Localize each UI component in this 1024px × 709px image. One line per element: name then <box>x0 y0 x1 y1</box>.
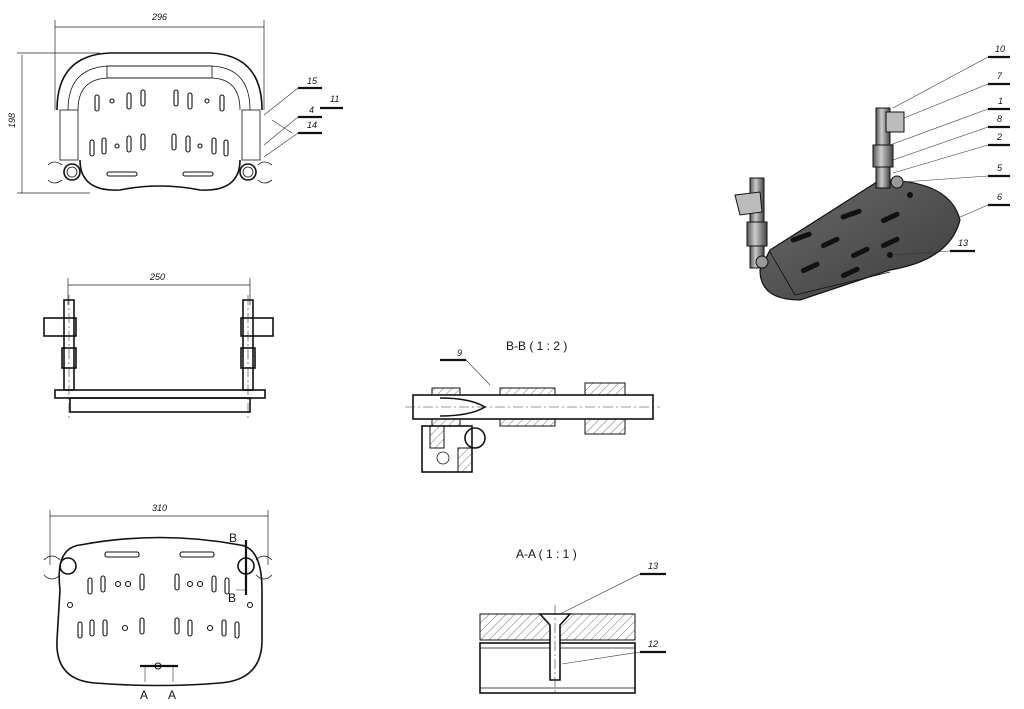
section-aa-title: A-A ( 1 : 1 ) <box>516 547 577 561</box>
section-a-a: A-A ( 1 : 1 ) 13 12 <box>479 547 666 695</box>
section-b-label-bottom: B <box>228 591 236 605</box>
section-b-b: B-B ( 1 : 2 ) 9 <box>405 339 660 473</box>
callout-10: 10 <box>995 44 1005 54</box>
isometric-callouts: 10 7 1 8 2 5 6 13 <box>889 44 1010 256</box>
callout-5: 5 <box>997 163 1003 173</box>
section-b-label-top: B <box>229 531 237 545</box>
dim-width-296: 296 <box>151 12 167 22</box>
callout-13-section: 13 <box>648 561 658 571</box>
callout-9: 9 <box>457 348 462 358</box>
isometric-view: 10 7 1 8 2 5 6 13 <box>734 44 1010 301</box>
section-a-label-right: A <box>168 688 176 702</box>
callout-6: 6 <box>997 192 1002 202</box>
front-view: 250 <box>43 272 274 420</box>
callout-13: 13 <box>958 238 968 248</box>
plate-slots <box>89 89 229 177</box>
callout-15: 15 <box>307 76 318 86</box>
top-view: 296 198 15 11 4 14 <box>7 12 343 194</box>
dim-width-250: 250 <box>149 272 165 282</box>
bottom-view: 310 B B A A <box>43 503 273 702</box>
callout-7: 7 <box>997 71 1003 81</box>
callout-11: 11 <box>330 94 339 104</box>
callout-14: 14 <box>307 120 317 130</box>
callout-12: 12 <box>648 639 658 649</box>
section-bb-title: B-B ( 1 : 2 ) <box>506 339 567 353</box>
dim-height-198: 198 <box>7 113 17 128</box>
callout-4: 4 <box>309 105 314 115</box>
bottom-plate-slots <box>66 551 254 670</box>
dim-width-310: 310 <box>152 503 167 513</box>
callout-8: 8 <box>997 114 1002 124</box>
callout-1: 1 <box>998 96 1003 106</box>
section-a-label-left: A <box>140 688 148 702</box>
callout-2: 2 <box>996 132 1002 142</box>
